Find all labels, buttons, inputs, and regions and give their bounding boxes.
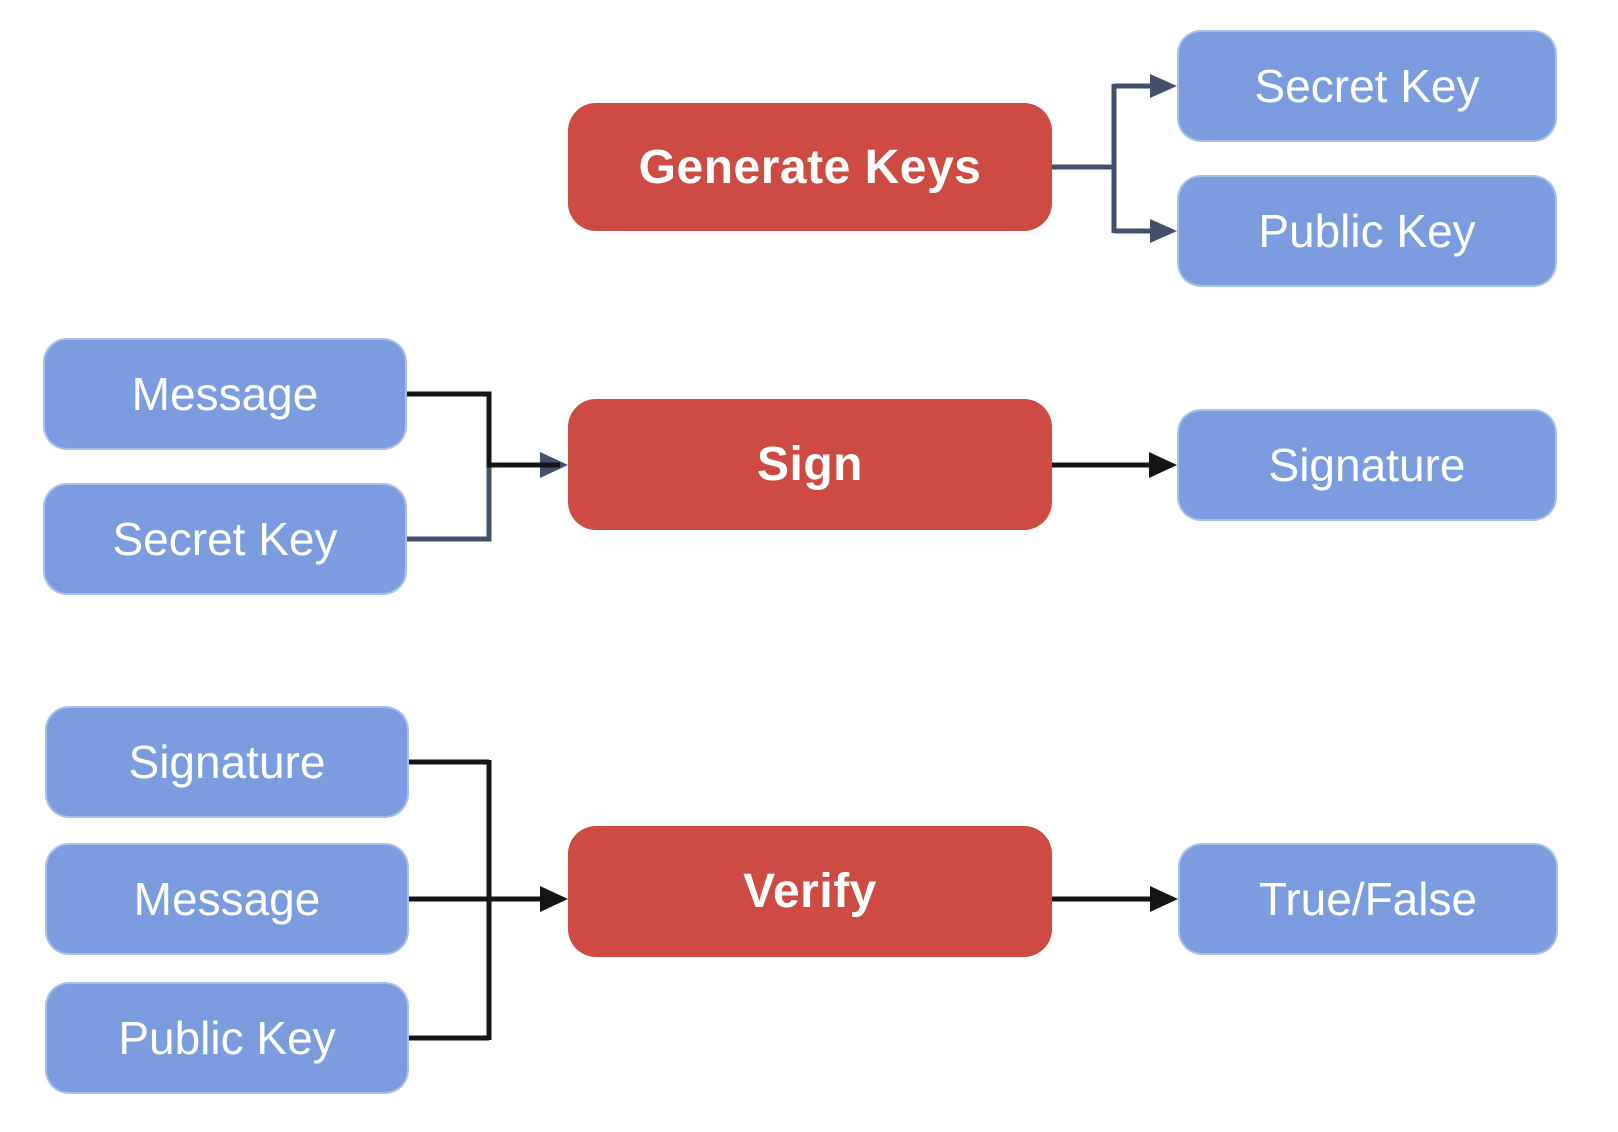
node-label: Signature xyxy=(128,736,326,788)
edge-sign-to-signature xyxy=(1052,452,1177,478)
node-verify: Verify xyxy=(568,826,1052,957)
node-label: Secret Key xyxy=(112,513,338,565)
node-label: Message xyxy=(131,368,319,420)
node-secret-key-output: Secret Key xyxy=(1177,30,1557,142)
arrowhead-to-public-key xyxy=(1150,219,1177,243)
node-public-key-output: Public Key xyxy=(1177,175,1557,287)
node-label: Sign xyxy=(757,438,863,491)
node-label: Signature xyxy=(1268,439,1466,491)
node-signature-output: Signature xyxy=(1177,409,1557,521)
node-label: Secret Key xyxy=(1254,60,1480,112)
arrowhead-to-verify xyxy=(540,886,568,912)
node-label: Message xyxy=(133,873,321,925)
node-public-key-input-verify: Public Key xyxy=(45,982,409,1094)
node-signature-input-verify: Signature xyxy=(45,706,409,818)
node-sign: Sign xyxy=(568,399,1052,530)
edge-generate-keys-to-keys xyxy=(1052,74,1177,243)
arrowhead-to-true-false xyxy=(1150,886,1178,912)
node-message-input-sign: Message xyxy=(43,338,407,450)
node-label: Generate Keys xyxy=(638,140,982,194)
node-generate-keys: Generate Keys xyxy=(568,103,1052,231)
node-message-input-verify: Message xyxy=(45,843,409,955)
node-label: Verify xyxy=(743,865,877,918)
node-secret-key-input-sign: Secret Key xyxy=(43,483,407,595)
node-true-false-output: True/False xyxy=(1178,843,1558,955)
arrowhead-to-signature xyxy=(1149,452,1177,478)
node-label: True/False xyxy=(1258,873,1478,925)
edge-message-to-sign xyxy=(407,391,560,468)
node-label: Public Key xyxy=(1258,205,1476,257)
edge-inputs-to-verify xyxy=(409,759,568,1041)
arrowhead-to-secret-key xyxy=(1150,74,1177,98)
node-label: Public Key xyxy=(118,1012,336,1064)
edge-verify-to-true-false xyxy=(1052,886,1178,912)
